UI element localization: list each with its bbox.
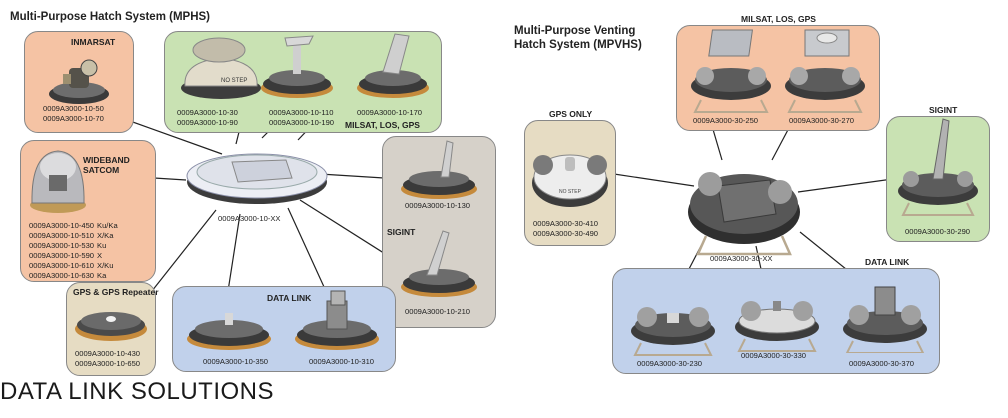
hatch-disc-icon xyxy=(187,313,271,350)
hatch-disc-icon xyxy=(261,35,333,98)
mpvhs-milsat-part-2: 0009A3000-30-270 xyxy=(789,116,855,125)
wideband-part-2: 0009A3000-10-510 xyxy=(29,231,95,240)
mpvhs-hub-part: 0009A3000-30-XX xyxy=(710,254,773,263)
mpvhs-datalink-panel: DATA LINK 0009A3000-30-230 0009A3000-30-… xyxy=(612,257,940,374)
blade-antenna-icon xyxy=(357,33,429,98)
wideband-part-6: 0009A3000-10-630 xyxy=(29,271,95,280)
gps-repeater-heading: GPS & GPS Repeater xyxy=(73,287,159,297)
mpvhs-datalink-part-1: 0009A3000-30-230 xyxy=(637,359,703,368)
wideband-part-3: 0009A3000-10-530 xyxy=(29,241,95,250)
mpvhs-title-1: Multi-Purpose Venting xyxy=(514,25,636,37)
satellite-dome-icon: NO STEP xyxy=(181,37,261,99)
wideband-part-5: 0009A3000-10-610 xyxy=(29,261,95,270)
hatch-hub-icon xyxy=(186,153,328,204)
gps-repeater-part-1: 0009A3000-10-430 xyxy=(75,349,141,358)
mphs-hub-part: 0009A3000-10-XX xyxy=(218,214,281,223)
gps-only-panel: GPS ONLY NO STEP 0009A3000-30-410 0009A3… xyxy=(524,109,616,246)
milsat-part-1: 0009A3000-10-30 xyxy=(177,108,238,117)
dome-pair-icon xyxy=(785,29,865,113)
wideband-band-3: Ku xyxy=(97,241,107,250)
milsat-heading: MILSAT, LOS, GPS xyxy=(345,120,420,130)
gps-repeater-panel: GPS & GPS Repeater 0009A3000-10-430 0009… xyxy=(66,282,159,376)
svg-text:NO STEP: NO STEP xyxy=(559,189,582,195)
dome-pair-icon xyxy=(843,286,927,353)
wideband-band-5: X/Ku xyxy=(97,261,114,270)
blade-antenna-icon xyxy=(898,118,978,216)
datalink-panel: DATA LINK 0009A3000-10-350 0009A3000-10-… xyxy=(172,286,396,372)
mpvhs-milsat-heading: MILSAT, LOS, GPS xyxy=(741,14,816,24)
page-banner: DATA LINK SOLUTIONS xyxy=(0,378,275,405)
dome-pair-icon xyxy=(691,29,771,113)
milsat-part-5: 0009A3000-10-170 xyxy=(357,108,423,117)
wideband-satcom-panel: WIDEBAND SATCOM 0009A3000-10-450 Ku/Ka 0… xyxy=(20,140,156,282)
wideband-band-1: Ku/Ka xyxy=(97,221,118,230)
satellite-dome-icon xyxy=(30,150,86,213)
sigint-part-1: 0009A3000-10-130 xyxy=(405,201,471,210)
datalink-part-2: 0009A3000-10-310 xyxy=(309,357,375,366)
gps-only-part-1: 0009A3000-30-410 xyxy=(533,219,599,228)
sigint-part-2: 0009A3000-10-210 xyxy=(405,307,471,316)
venting-hatch-hub-icon xyxy=(688,172,800,256)
mphs-title: Multi-Purpose Hatch System (MPHS) xyxy=(10,11,210,23)
gps-only-part-2: 0009A3000-30-490 xyxy=(533,229,599,238)
milsat-part-2: 0009A3000-10-90 xyxy=(177,118,238,127)
mpvhs-title-2: Hatch System (MPVHS) xyxy=(514,39,642,51)
dome-pair-icon xyxy=(631,307,715,356)
hatch-disc-icon xyxy=(295,290,379,350)
mpvhs-milsat-part-1: 0009A3000-30-250 xyxy=(693,116,759,125)
datalink-heading: DATA LINK xyxy=(267,293,312,303)
dome-pair-icon: NO STEP xyxy=(532,154,608,207)
milsat-panel: NO STEP 0009A3000-10-30 0009A3000-10-90 … xyxy=(164,31,442,133)
mpvhs-sigint-heading: SIGINT xyxy=(929,105,958,115)
gps-only-heading: GPS ONLY xyxy=(549,109,593,119)
inmarsat-part-2: 0009A3000-10-70 xyxy=(43,114,104,123)
milsat-part-4: 0009A3000-10-190 xyxy=(269,118,335,127)
hatch-disc-icon xyxy=(75,312,147,341)
wideband-band-6: Ka xyxy=(97,271,107,280)
blade-antenna-icon xyxy=(401,230,477,297)
sigint-panel: 0009A3000-10-130 SIGINT 0009A3000-10-210 xyxy=(382,136,496,328)
mpvhs-sigint-part-1: 0009A3000-30-290 xyxy=(905,227,971,236)
wideband-heading-1: WIDEBAND xyxy=(83,155,130,165)
gps-repeater-part-2: 0009A3000-10-650 xyxy=(75,359,141,368)
wideband-band-4: X xyxy=(97,251,103,260)
datalink-part-1: 0009A3000-10-350 xyxy=(203,357,269,366)
sigint-heading: SIGINT xyxy=(387,227,416,237)
inmarsat-panel: INMARSAT 0009A3000-10-50 0009A3000-10-70 xyxy=(24,31,134,133)
wideband-heading-2: SATCOM xyxy=(83,165,120,175)
mpvhs-datalink-part-2: 0009A3000-30-330 xyxy=(741,351,807,360)
mpvhs-datalink-heading: DATA LINK xyxy=(865,257,910,267)
mpvhs-milsat-panel: MILSAT, LOS, GPS 0009A3000-30-250 0009A3… xyxy=(676,14,880,131)
wideband-part-4: 0009A3000-10-590 xyxy=(29,251,95,260)
wideband-part-1: 0009A3000-10-450 xyxy=(29,221,95,230)
milsat-part-3: 0009A3000-10-110 xyxy=(269,108,334,117)
inmarsat-heading: INMARSAT xyxy=(71,37,116,47)
svg-text:NO STEP: NO STEP xyxy=(221,78,247,84)
dome-pair-icon xyxy=(735,301,819,352)
mpvhs-datalink-part-3: 0009A3000-30-370 xyxy=(849,359,915,368)
blade-antenna-icon xyxy=(401,140,477,199)
satellite-dome-icon xyxy=(49,59,109,104)
mpvhs-sigint-panel: SIGINT 0009A3000-30-290 xyxy=(886,105,990,242)
inmarsat-part-1: 0009A3000-10-50 xyxy=(43,104,104,113)
wideband-band-2: X/Ka xyxy=(97,231,114,240)
